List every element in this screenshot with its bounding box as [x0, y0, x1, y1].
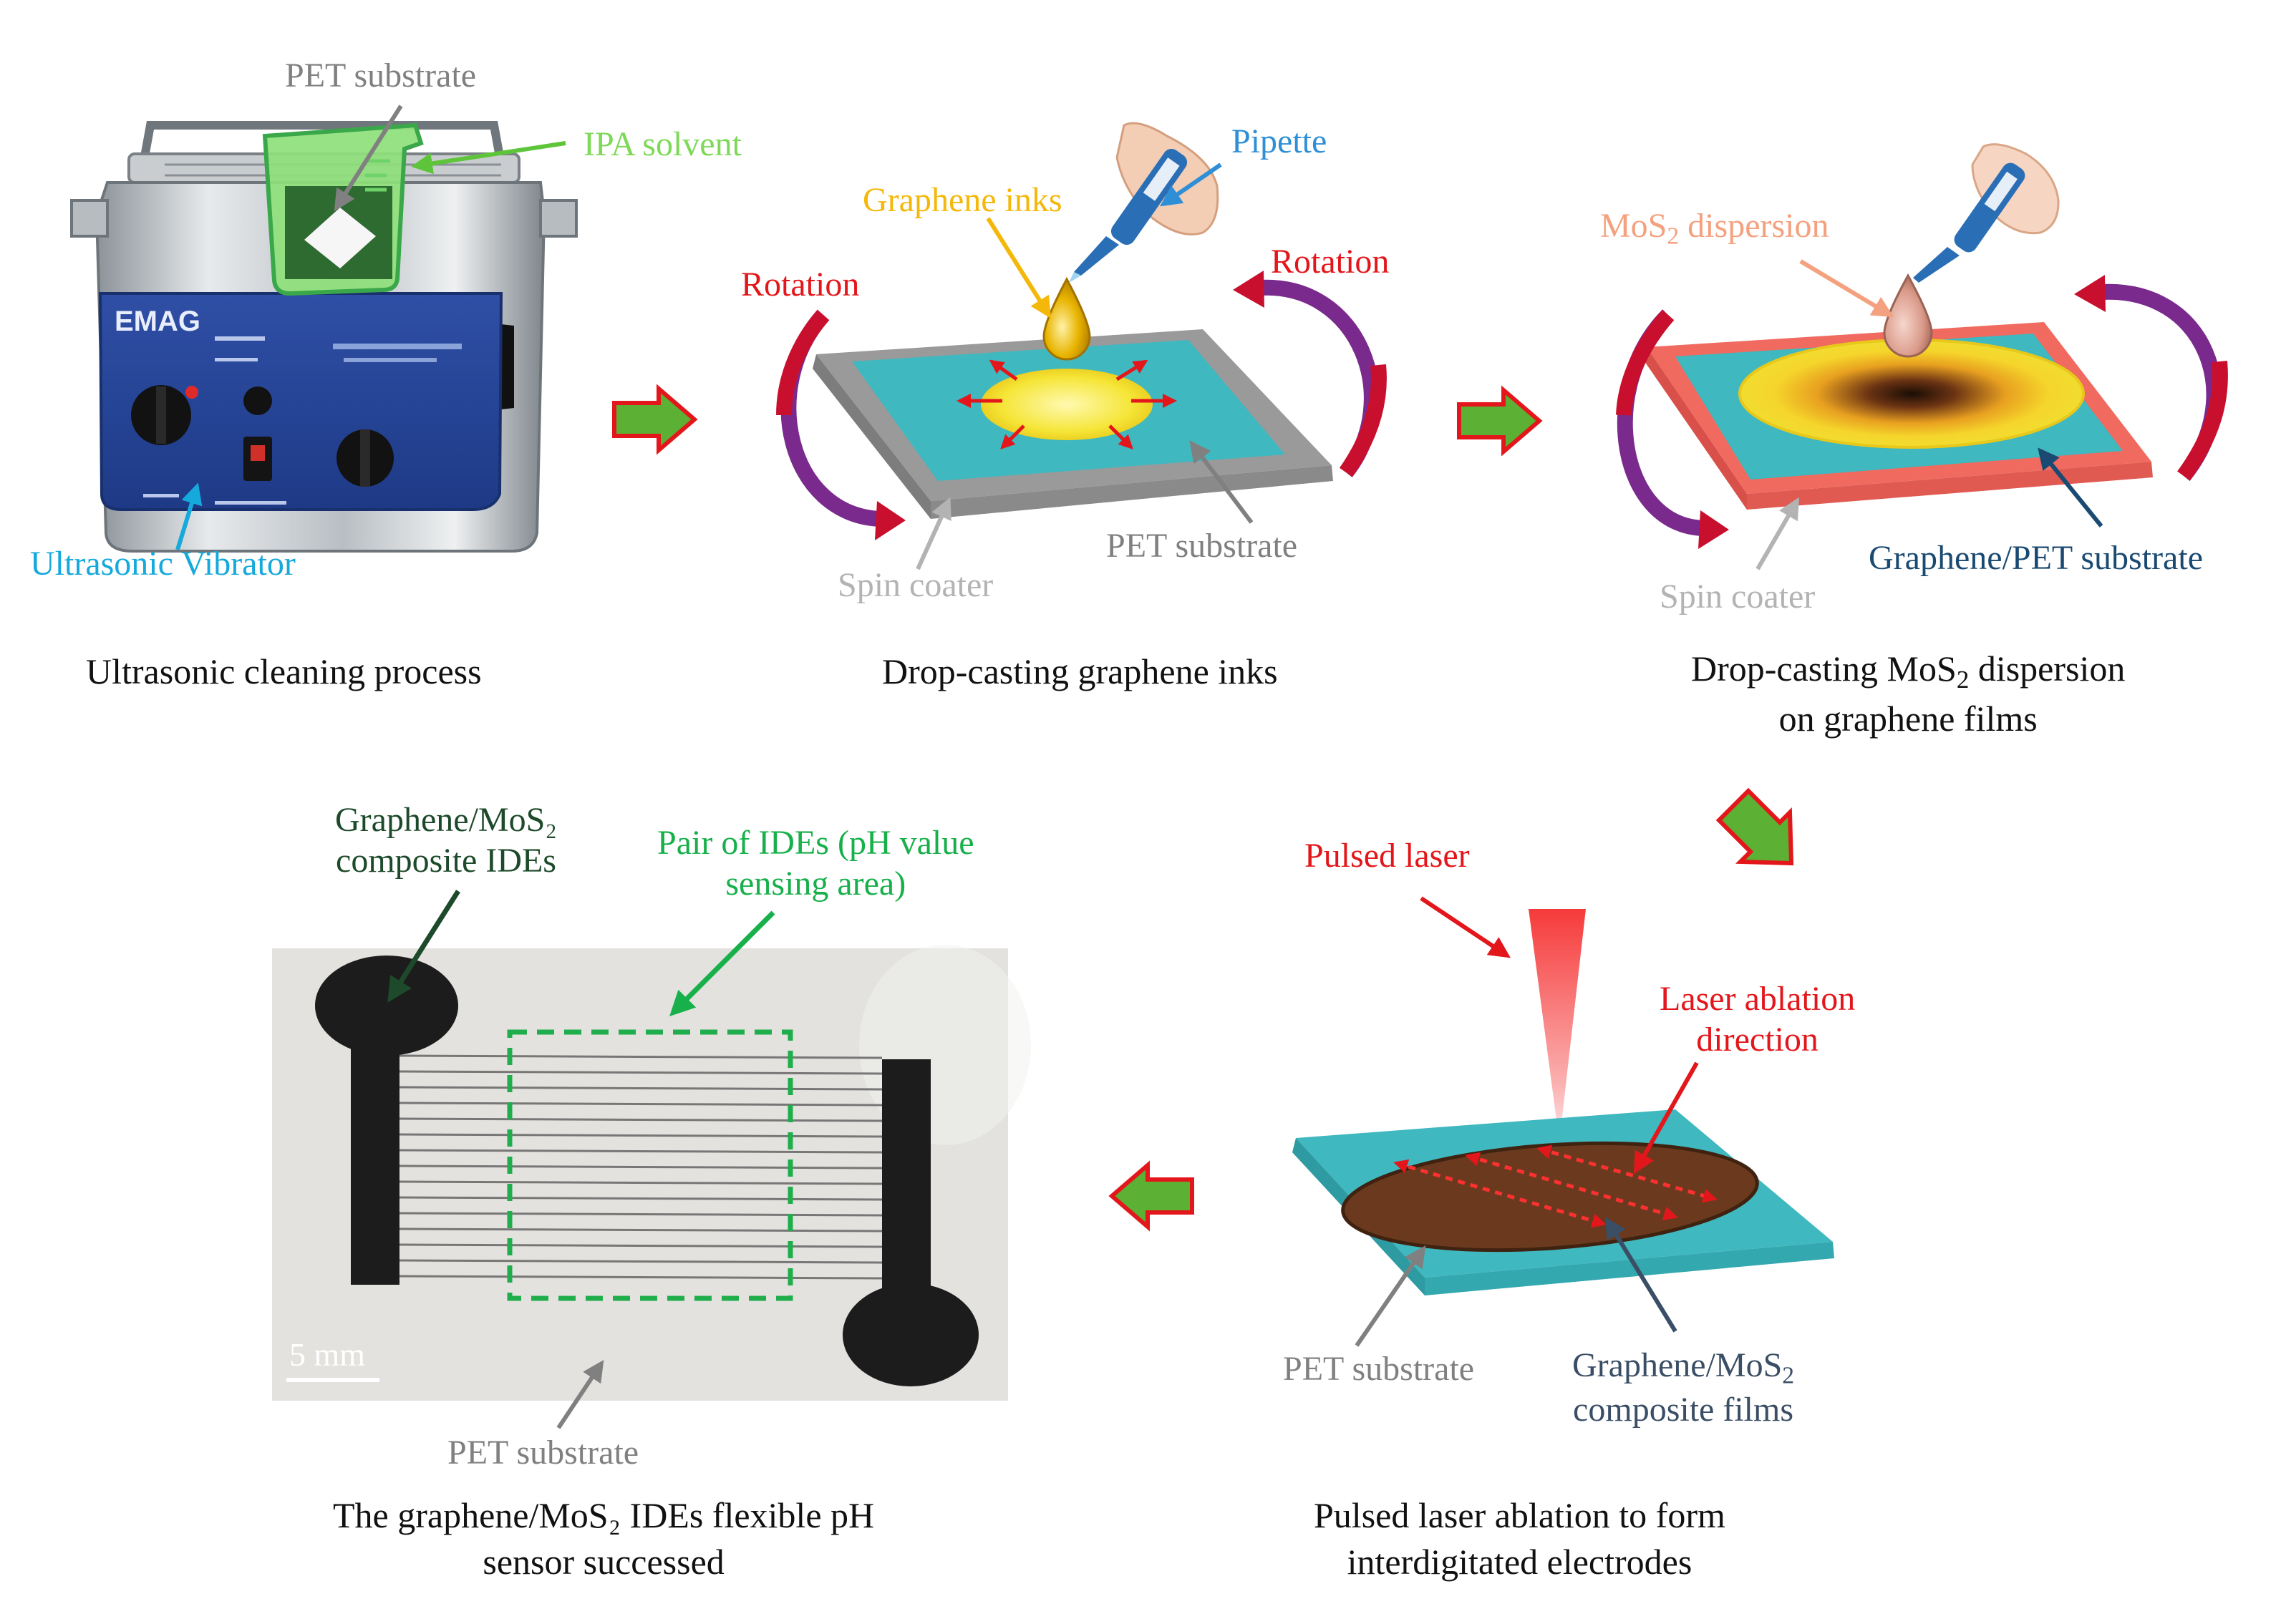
- pet-substrate-label-5: PET substrate: [447, 1434, 639, 1472]
- pulsed-laser-label: Pulsed laser: [1304, 837, 1470, 875]
- ablation-pointer: [1634, 1061, 1699, 1175]
- mos2-pointer: [1799, 259, 1894, 318]
- pipette-label: Pipette: [1231, 122, 1327, 160]
- composite-pointer: [1604, 1216, 1677, 1333]
- composite-films-label: Graphene/MoS2 composite films: [1572, 1346, 1795, 1429]
- ultrasonic-vibrator-label: Ultrasonic Vibrator: [30, 545, 296, 583]
- pulsed-laser-pointer: [1420, 896, 1511, 958]
- pet-pointer-2: [1189, 440, 1254, 524]
- spread-arrows: [957, 359, 1177, 449]
- graphene-inks-pointer: [986, 217, 1052, 319]
- flow-arrow-icon: [1715, 787, 1794, 866]
- flow-arrow-icon: [1457, 385, 1543, 457]
- laser-beam-icon: [1529, 909, 1586, 1142]
- beaker-icon: [262, 122, 424, 296]
- mos2-dispersion-label: MoS2 dispersion: [1600, 207, 1829, 250]
- graphene-pet-label: Graphene/PET substrate: [1869, 539, 2203, 577]
- pet-substrate-label-4: PET substrate: [1283, 1350, 1475, 1388]
- pipette-hand-icon: [1069, 122, 1219, 283]
- droplet-icon: [1042, 276, 1091, 361]
- brand-logo: EMAG: [115, 306, 200, 337]
- ipa-solvent-pointer: [411, 141, 566, 175]
- ultrasonic-cleaner-icon: EMAG: [70, 121, 578, 553]
- caption-mos2: Drop-casting MoS2 dispersion on graphene…: [1691, 648, 2126, 739]
- droplet-icon: [1883, 273, 1933, 358]
- pet-substrate-label-2: PET substrate: [1106, 527, 1298, 565]
- pet-substrate-pointer: [334, 104, 403, 212]
- graphene-film: [981, 369, 1153, 440]
- pet-pointer-5: [556, 1360, 604, 1429]
- spin-coater-pointer-2: [916, 497, 951, 570]
- caption-ide: The graphene/MoS₂ IDEs flexible pH senso…: [333, 1495, 875, 1582]
- scale-label: 5 mm: [289, 1336, 366, 1373]
- spin-coater-label-3: Spin coater: [1660, 578, 1816, 616]
- pet-pointer-4: [1355, 1245, 1426, 1347]
- caption-graphene: Drop-casting graphene inks: [882, 651, 1278, 691]
- pair-ide-pointer: [669, 910, 775, 1016]
- caption-ultrasonic: Ultrasonic cleaning process: [86, 651, 482, 691]
- ipa-solvent-label: IPA solvent: [583, 125, 742, 163]
- ide-pointer: [387, 890, 460, 1003]
- caption-laser: Pulsed laser ablation to form interdigit…: [1314, 1495, 1725, 1582]
- rotation-label-right: Rotation: [1271, 243, 1390, 281]
- rotation-label-left: Rotation: [741, 266, 860, 303]
- spin-coater-pointer-3: [1755, 497, 1800, 570]
- sensing-area-box: [507, 1029, 793, 1301]
- flow-arrow-icon: [1108, 1160, 1194, 1232]
- pipette-pointer: [1160, 162, 1222, 207]
- laser-ablation-label: Laser ablation direction: [1660, 980, 1856, 1059]
- ultrasonic-pointer: [175, 482, 203, 550]
- ide-sensor-photo: [272, 945, 1031, 1401]
- pair-ide-label: Pair of IDEs (pH value sensing area): [657, 824, 974, 903]
- graphene-pet-pointer: [2038, 447, 2103, 527]
- pet-substrate-label: PET substrate: [285, 57, 477, 94]
- graphene-inks-label: Graphene inks: [863, 181, 1062, 219]
- ablation-lines: [1393, 1144, 1718, 1228]
- flow-arrow-icon: [612, 384, 698, 455]
- spin-coater-label-2: Spin coater: [838, 566, 994, 604]
- ide-label: Graphene/MoS₂ composite IDEs: [335, 801, 558, 880]
- pipette-hand-icon: [1913, 143, 2060, 283]
